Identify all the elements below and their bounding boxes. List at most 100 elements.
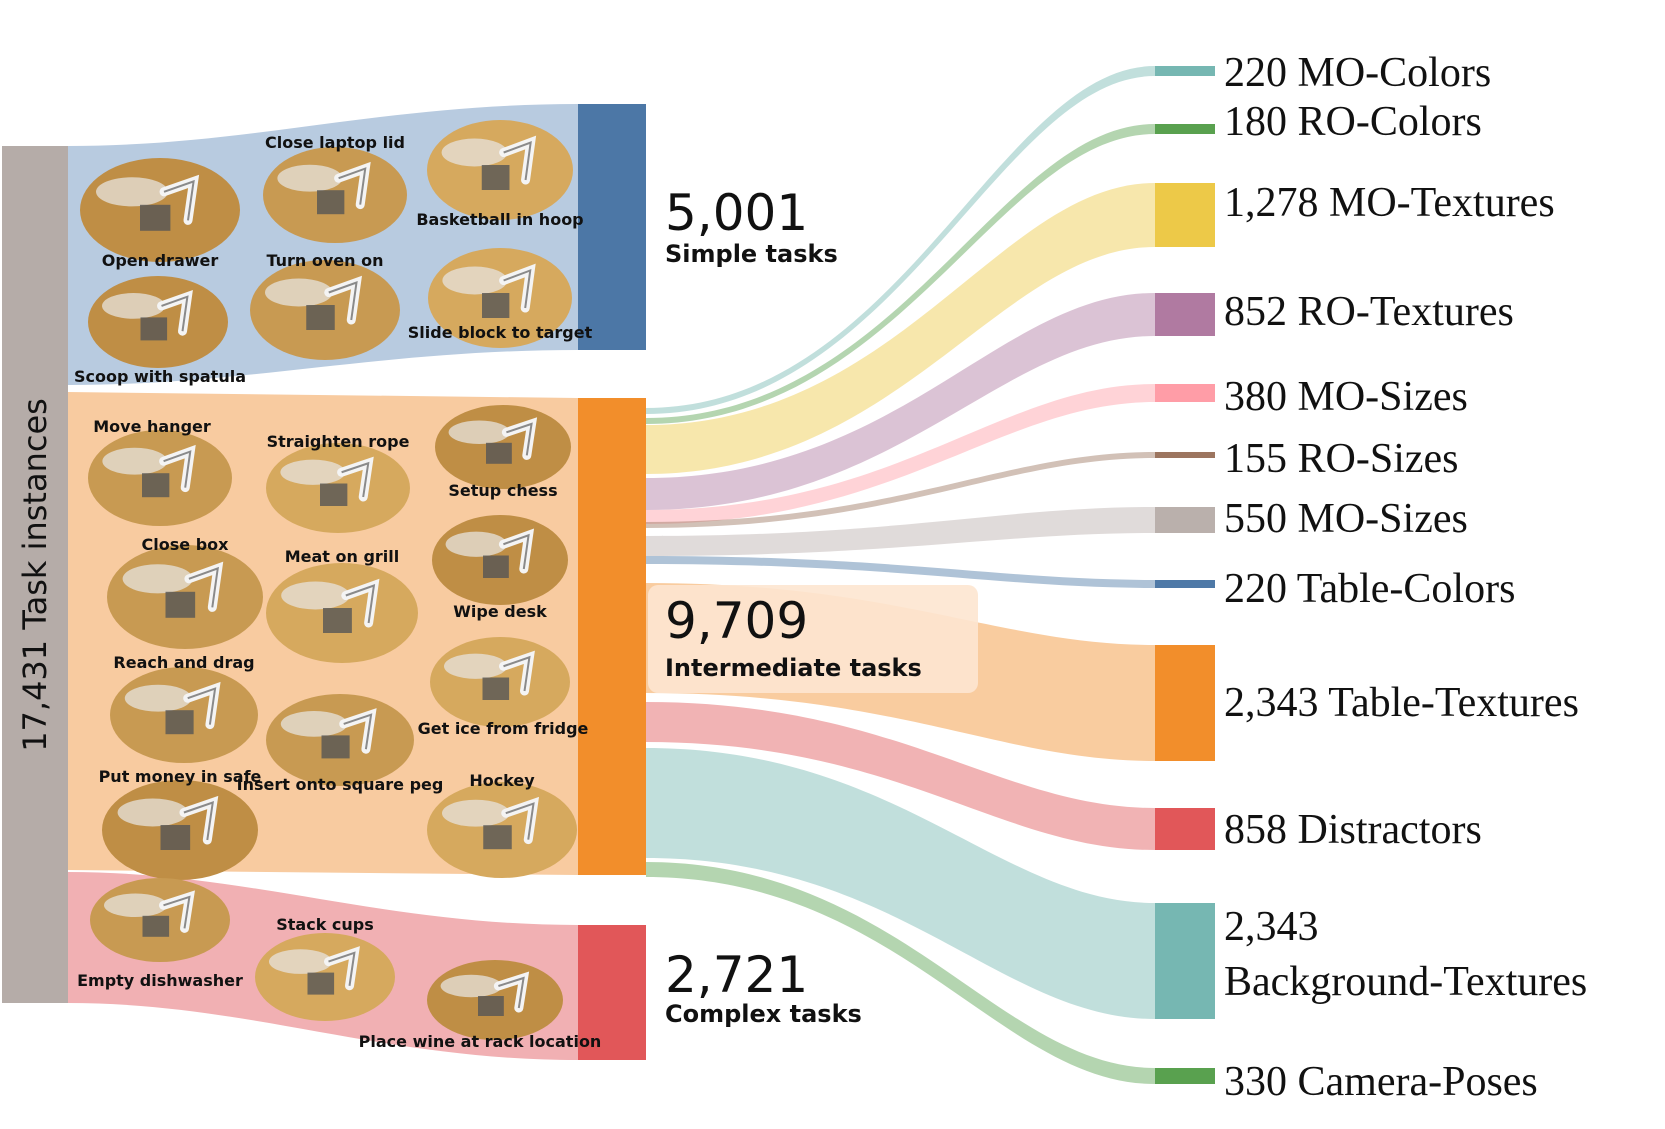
- total-bar: [2, 146, 68, 1003]
- robot-arm-outline: [343, 713, 373, 750]
- task-insert-onto-square-peg: Insert onto square peg: [237, 694, 444, 794]
- robot-arm-outline: [498, 976, 525, 1009]
- simple-tasks-label: Simple tasks: [665, 240, 838, 268]
- task-object-icon: [142, 915, 170, 937]
- task-scoop-with-spatula: Scoop with spatula: [74, 276, 246, 386]
- task-object-icon: [140, 317, 168, 341]
- flow-858-distractors: [646, 702, 1155, 850]
- robot-arm-outline: [341, 461, 370, 498]
- variation-bar-155-ro-sizes: [1155, 452, 1215, 458]
- flow-852-ro-textures: [646, 293, 1155, 510]
- task-object-icon: [165, 710, 194, 735]
- variation-bar-2-343-table-textures: [1155, 645, 1215, 761]
- complex-tasks-label: Complex tasks: [665, 1000, 862, 1028]
- robot-arm-outline: [328, 280, 358, 321]
- variation-bar-550-mo-sizes: [1155, 507, 1215, 533]
- task-object-icon: [483, 555, 509, 578]
- task-straighten-rope: Straighten rope: [266, 432, 410, 533]
- task-object-icon: [482, 677, 510, 700]
- robot-arm-outline: [163, 179, 195, 221]
- task-open-drawer: Open drawer: [80, 158, 240, 270]
- task-scene-backdrop: [269, 949, 332, 974]
- variation-bar-1-278-mo-textures: [1155, 183, 1215, 247]
- robot-arm-outline: [505, 802, 535, 840]
- variation-label: 550 MO-Sizes: [1224, 496, 1468, 542]
- variation-label: 155 RO-Sizes: [1224, 436, 1459, 482]
- variation-bar-330-camera-poses: [1155, 1068, 1215, 1084]
- variation-bar-2-343-background-textures: [1155, 903, 1215, 1019]
- variation-label: 1,278 MO-Textures: [1224, 180, 1555, 226]
- task-scene-backdrop: [441, 138, 508, 167]
- task-scene-backdrop: [124, 684, 192, 712]
- task-label: Scoop with spatula: [74, 367, 246, 386]
- task-reach-and-drag: Reach and drag: [110, 653, 258, 763]
- task-basketball-in-hoop: Basketball in hoop: [416, 120, 584, 229]
- task-label: Slide block to target: [408, 323, 593, 342]
- task-object-icon: [307, 972, 335, 995]
- robot-arm-outline: [187, 687, 217, 725]
- robot-arm-outline: [328, 951, 356, 986]
- task-object-icon: [481, 165, 510, 190]
- task-scene-backdrop: [442, 266, 508, 295]
- flow-220-table-colors: [646, 556, 1155, 588]
- task-label: Hockey: [469, 771, 535, 790]
- robot-arm-outline: [503, 533, 530, 570]
- task-label: Reach and drag: [113, 653, 254, 672]
- task-label: Setup chess: [448, 481, 557, 500]
- variation-bar-852-ro-textures: [1155, 293, 1215, 336]
- task-label: Turn oven on: [266, 251, 383, 270]
- task-setup-chess: Setup chess: [435, 405, 571, 500]
- robot-arm-outline: [506, 422, 533, 456]
- complex-tasks-bar: [578, 925, 646, 1060]
- variation-label: 858 Distractors: [1224, 807, 1482, 853]
- task-empty-dishwasher: Empty dishwasher: [77, 878, 243, 990]
- task-scene-backdrop: [96, 177, 168, 207]
- task-object-icon: [478, 996, 504, 1016]
- variation-label: 220 Table-Colors: [1224, 566, 1515, 612]
- task-stack-cups: Stack cups: [255, 915, 395, 1021]
- variation-label: 380 MO-Sizes: [1224, 374, 1468, 420]
- variation-label-count: 2,343: [1224, 904, 1319, 950]
- task-meat-on-grill: Meat on grill: [266, 547, 418, 663]
- task-close-box: Close box: [107, 535, 263, 649]
- task-label: Insert onto square peg: [237, 775, 444, 794]
- task-scene-backdrop: [442, 799, 510, 827]
- flow-330-camera-poses: [646, 862, 1155, 1084]
- task-scene-backdrop: [280, 459, 346, 485]
- robot-arm-outline: [188, 566, 219, 608]
- variation-label-name: Background-Textures: [1224, 959, 1587, 1005]
- variation-label: 330 Camera-Poses: [1224, 1059, 1538, 1105]
- task-scene-backdrop: [117, 798, 188, 827]
- robot-arm-outline: [163, 895, 191, 929]
- task-wipe-desk: Wipe desk: [432, 515, 568, 621]
- task-object-icon: [482, 293, 510, 318]
- task-label: Empty dishwasher: [77, 971, 243, 990]
- task-label: Close laptop lid: [265, 133, 405, 152]
- variation-bar-380-mo-sizes: [1155, 384, 1215, 402]
- variation-bar-220-table-colors: [1155, 580, 1215, 588]
- simple-tasks-bar: [578, 104, 646, 350]
- task-object-icon: [160, 825, 191, 850]
- robot-arm-outline: [163, 450, 192, 488]
- task-label: Straighten rope: [267, 432, 410, 451]
- task-label: Open drawer: [102, 251, 219, 270]
- task-scene-backdrop: [122, 564, 193, 594]
- task-object-icon: [140, 204, 171, 231]
- task-label: Get ice from fridge: [418, 719, 589, 738]
- flow-1-278-mo-textures: [646, 183, 1155, 474]
- variation-bar-220-mo-colors: [1155, 66, 1215, 76]
- task-scene-backdrop: [444, 653, 507, 679]
- task-label: Close box: [142, 535, 230, 554]
- flow-550-mo-sizes: [646, 507, 1155, 556]
- robot-arm-outline: [503, 655, 531, 692]
- task-hockey: Hockey: [427, 771, 577, 878]
- task-object-icon: [323, 608, 352, 633]
- variation-label: 180 RO-Colors: [1224, 99, 1482, 145]
- task-object-icon: [317, 190, 345, 215]
- task-object-icon: [142, 473, 170, 498]
- task-move-hanger: Move hanger: [88, 417, 232, 526]
- intermediate-tasks-bar: [578, 398, 646, 875]
- robot-arm-outline: [503, 268, 532, 309]
